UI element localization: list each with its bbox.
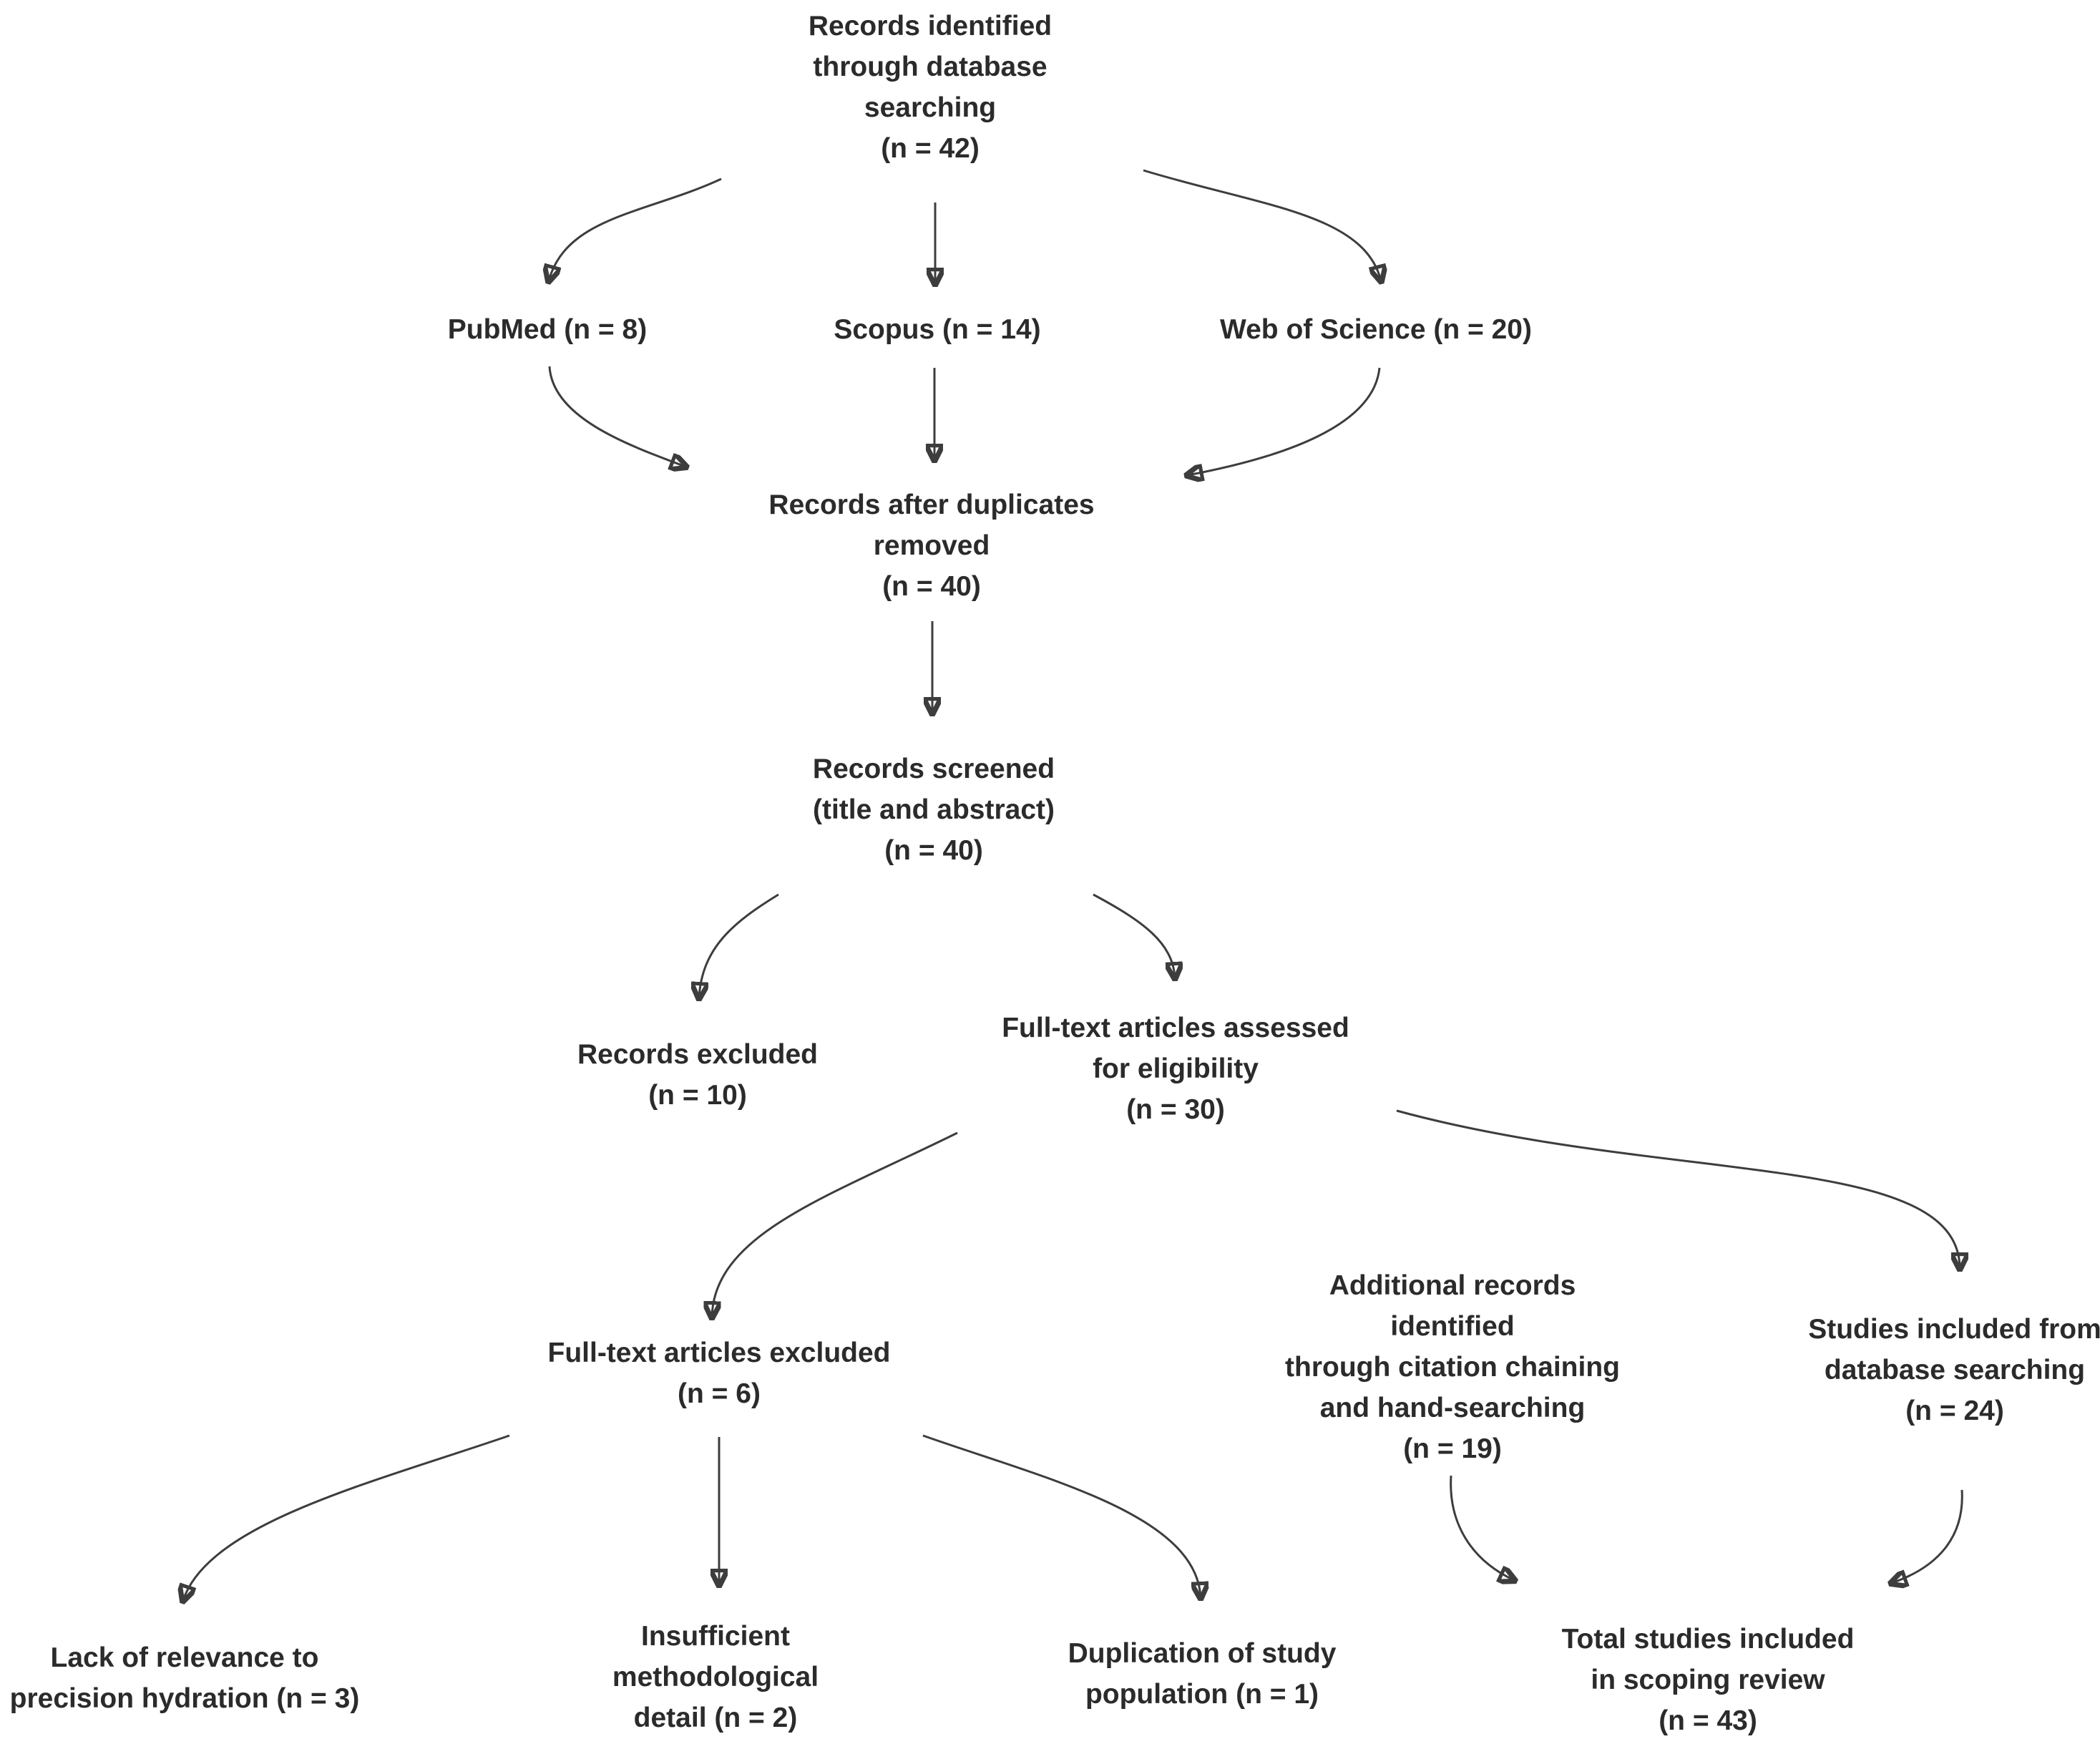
node-duplication-population: Duplication of study population (n = 1) — [1034, 1633, 1370, 1715]
node-line: Web of Science (n = 20) — [1220, 314, 1532, 345]
node-line: searching — [864, 92, 997, 123]
node-line: Studies included from — [1808, 1314, 2100, 1345]
node-line: detail (n = 2) — [633, 1703, 798, 1733]
arrow-web-of-science-to-duplicates-removed — [1188, 367, 1381, 475]
node-line: Additional records — [1329, 1270, 1576, 1301]
node-line: through citation chaining — [1285, 1352, 1620, 1383]
arrow-additional-records-to-total — [1450, 1475, 1514, 1580]
node-line: removed — [873, 530, 990, 561]
node-line: (n = 40) — [882, 571, 981, 602]
node-web-of-science: Web of Science (n = 20) — [1190, 309, 1562, 350]
node-line: through database — [813, 52, 1047, 82]
node-line: (n = 40) — [884, 835, 983, 866]
node-line: (n = 42) — [881, 133, 980, 164]
node-scopus: Scopus (n = 14) — [794, 309, 1080, 350]
node-line: PubMed (n = 8) — [447, 314, 648, 345]
arrow-fulltext-excluded-to-duplication — [922, 1434, 1201, 1597]
node-line: Lack of relevance to — [50, 1642, 319, 1673]
arrow-assessed-to-fulltext-excluded — [712, 1131, 958, 1317]
node-fulltext-assessed: Full-text articles assessed for eligibil… — [939, 1008, 1412, 1130]
node-line: and hand-searching — [1319, 1393, 1586, 1423]
arrow-studies-included-db-to-total — [1892, 1489, 1963, 1583]
node-line: (n = 10) — [648, 1080, 747, 1111]
node-line: Insufficient — [640, 1621, 790, 1652]
arrow-pubmed-to-duplicates-removed — [548, 366, 685, 467]
node-line: Full-text articles assessed — [1002, 1013, 1349, 1043]
arrow-identified-to-pubmed — [549, 177, 722, 281]
node-line: Duplication of study — [1068, 1638, 1337, 1669]
node-line: (n = 24) — [1905, 1395, 2004, 1426]
node-line: identified — [1390, 1311, 1515, 1342]
node-line: Records after duplicates — [768, 489, 1095, 520]
node-line: Records screened — [812, 754, 1055, 784]
node-line: (n = 43) — [1659, 1705, 1757, 1736]
node-line: (n = 6) — [678, 1378, 761, 1409]
node-line: population (n = 1) — [1085, 1679, 1319, 1710]
node-line: precision hydration (n = 3) — [9, 1683, 360, 1714]
arrow-assessed-to-studies-included-db — [1396, 1109, 1960, 1268]
node-records-excluded: Records excluded (n = 10) — [519, 1034, 876, 1116]
node-line: for eligibility — [1093, 1053, 1259, 1084]
node-additional-records: Additional records identified through ci… — [1195, 1265, 1710, 1469]
node-line: Total studies included — [1561, 1624, 1855, 1655]
node-line: in scoping review — [1591, 1665, 1825, 1695]
node-line: methodological — [612, 1662, 819, 1692]
node-total-studies: Total studies included in scoping review… — [1522, 1619, 1894, 1739]
arrow-identified-to-web-of-science — [1143, 169, 1381, 281]
node-line: (n = 19) — [1403, 1433, 1502, 1464]
node-line: Full-text articles excluded — [547, 1338, 891, 1368]
node-insufficient-detail: Insufficient methodological detail (n = … — [565, 1616, 866, 1738]
node-records-identified: Records identified through database sear… — [680, 6, 1181, 169]
node-records-screened: Records screened (title and abstract) (n… — [712, 749, 1156, 871]
arrow-screened-to-records-excluded — [699, 893, 779, 998]
node-pubmed: PubMed (n = 8) — [404, 309, 690, 350]
node-line: Records excluded — [577, 1039, 818, 1070]
arrow-screened-to-fulltext-assessed — [1093, 893, 1175, 978]
node-lack-relevance: Lack of relevance to precision hydration… — [0, 1637, 371, 1719]
node-studies-included-db: Studies included from database searching… — [1790, 1309, 2100, 1431]
node-line: (n = 30) — [1126, 1094, 1225, 1125]
node-fulltext-excluded: Full-text articles excluded (n = 6) — [483, 1333, 955, 1414]
node-line: Scopus (n = 14) — [834, 314, 1041, 345]
arrow-fulltext-excluded-to-lack-relevance — [183, 1434, 510, 1600]
node-records-after-duplicates: Records after duplicates removed (n = 40… — [710, 484, 1153, 607]
node-line: (title and abstract) — [812, 794, 1055, 825]
node-line: database searching — [1824, 1355, 2086, 1385]
node-line: Records identified — [808, 11, 1053, 42]
